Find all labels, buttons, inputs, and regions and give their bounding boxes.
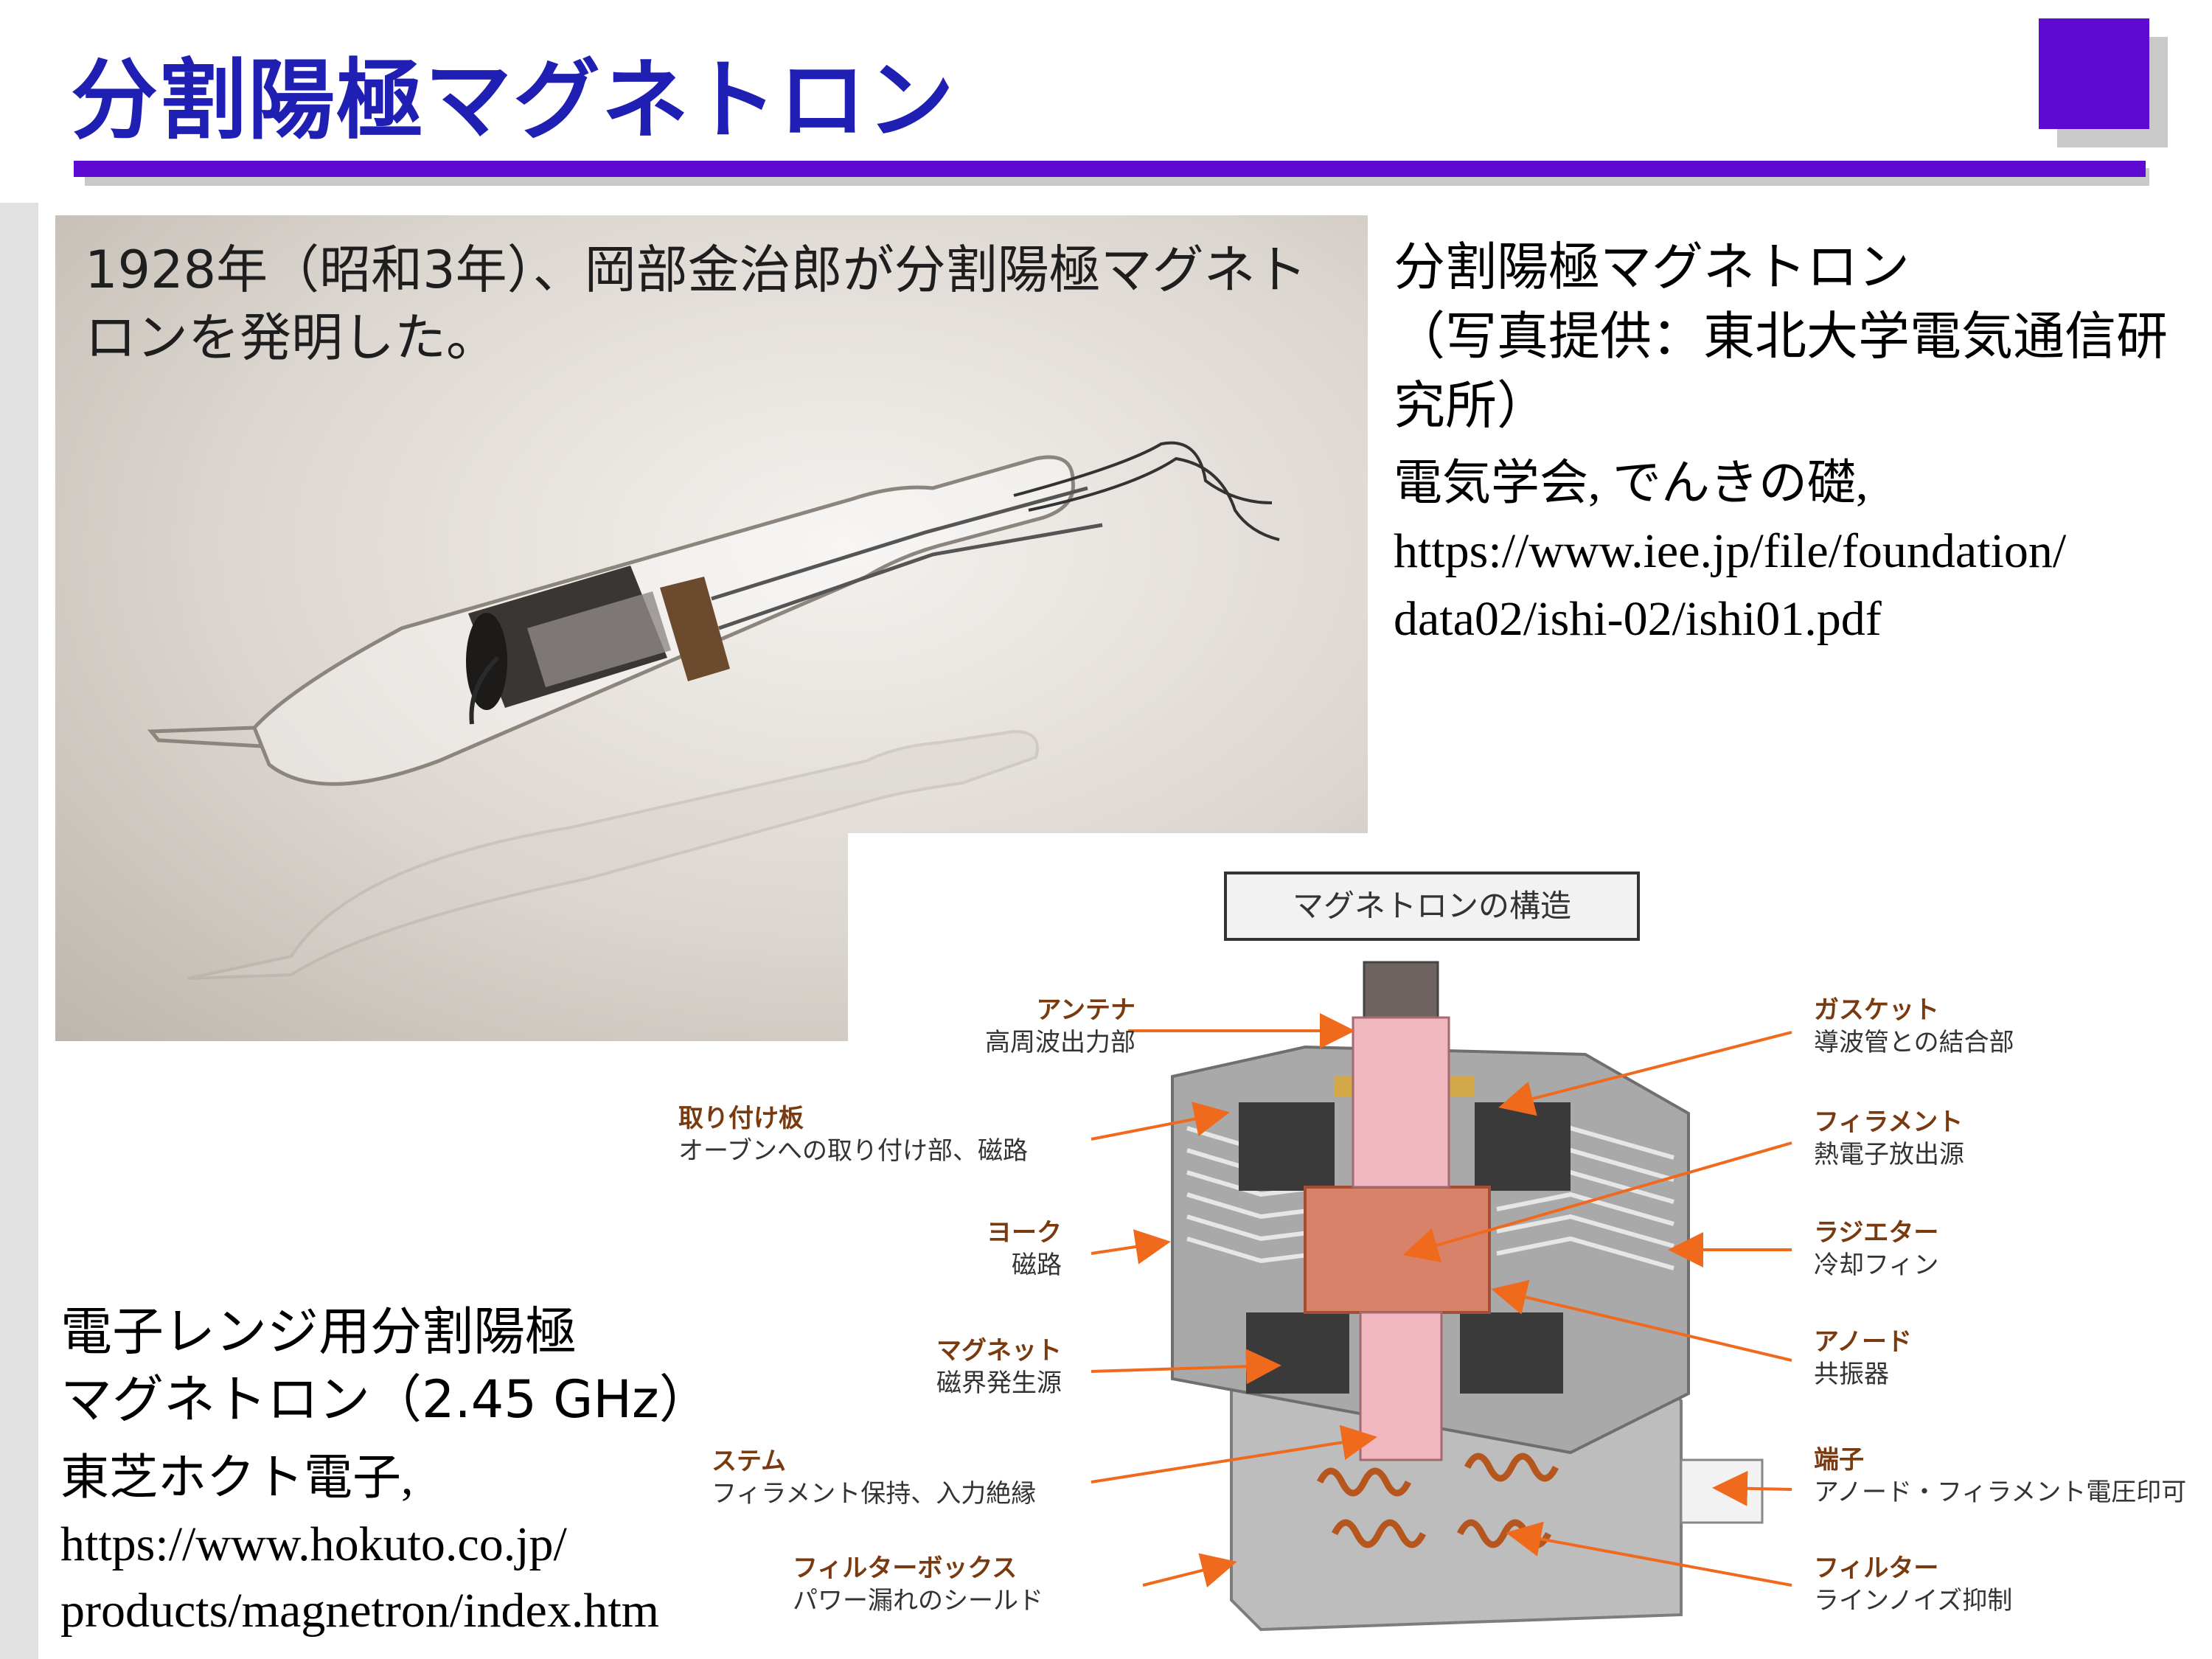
tube-reflection <box>187 729 1039 980</box>
label-mounting-plate: 取り付け板オーブンへの取り付け部、磁路 <box>678 1104 1028 1166</box>
antenna-cap <box>1363 961 1439 1023</box>
slide-title: 分割陽極マグネトロン <box>71 49 956 151</box>
magnetron-cutaway <box>1091 961 1792 1632</box>
magnetron-structure-diagram: マグネトロンの構造 <box>678 833 2212 1659</box>
label-filter-box: フィルターボックスパワー漏れのシールド <box>793 1554 1043 1615</box>
terminal <box>1680 1458 1764 1524</box>
label-radiator: ラジエター冷却フィン <box>1814 1218 1939 1280</box>
magnet-upper-left <box>1239 1102 1335 1191</box>
label-magnet: マグネット磁界発生源 <box>936 1336 1062 1398</box>
antenna-ceramic <box>1352 1016 1450 1189</box>
callout-arrows-left <box>1091 1013 1377 1587</box>
diagram-credit-source-line1: 東芝ホクト電子, <box>60 1451 414 1505</box>
magnet-lower-left <box>1246 1312 1349 1394</box>
label-gasket: ガスケット導波管との結合部 <box>1814 995 2014 1057</box>
title-rule <box>74 161 2146 177</box>
label-filament: フィラメント熱電子放出源 <box>1814 1107 1964 1169</box>
insulator <box>660 577 730 681</box>
photo-caption: 1928年（昭和3年）、岡部金治郎が分割陽極マグネトロンを発明した。 <box>85 240 1307 368</box>
diagram-title: マグネトロンの構造 <box>1224 872 1640 941</box>
magnet-upper-right <box>1475 1102 1571 1191</box>
photo-credit-source: 電気学会, でんきの礎, https://www.iee.jp/file/fou… <box>1394 450 2205 653</box>
left-margin-bar <box>0 203 38 1659</box>
diagram-credit-source-line2: https://www.hokuto.co.jp/ <box>60 1517 567 1571</box>
stem-ceramic <box>1359 1311 1443 1461</box>
diagram-credit-source: 東芝ホクト電子, https://www.hokuto.co.jp/ produ… <box>60 1445 857 1644</box>
photo-credit-source-line1: 電気学会, でんきの礎, <box>1394 456 1868 510</box>
label-terminal: 端子アノード・フィラメント電圧印可 <box>1814 1445 2187 1507</box>
photo-credit-source-line3: data02/ishi-02/ishi01.pdf <box>1394 592 1882 646</box>
tube-illustration <box>147 441 1280 980</box>
diagram-credit-title-line2: マグネトロン（2.45 GHz） <box>60 1369 711 1430</box>
photo-credit-title-line1: 分割陽極マグネトロン <box>1394 237 1910 297</box>
diagram-credit-title: 電子レンジ用分割陽極 マグネトロン（2.45 GHz） <box>60 1298 798 1433</box>
label-yoke: ヨーク磁路 <box>987 1218 1062 1280</box>
label-anode: アノード共振器 <box>1814 1327 1912 1389</box>
label-antenna: アンテナ高周波出力部 <box>985 995 1135 1057</box>
photo-credit-title-line2: （写真提供：東北大学電気通信研究所） <box>1394 306 2168 436</box>
glass-envelope <box>252 455 1075 786</box>
anode-copper <box>1304 1186 1491 1314</box>
label-filter: フィルターラインノイズ抑制 <box>1814 1554 2013 1615</box>
photo-credit-title: 分割陽極マグネトロン （写真提供：東北大学電気通信研究所） <box>1394 232 2205 440</box>
label-stem: ステムフィラメント保持、入力絶縁 <box>712 1447 1037 1509</box>
diagram-credit-title-line1: 電子レンジ用分割陽極 <box>60 1301 577 1362</box>
diagram-credit-source-line3: products/magnetron/index.htm <box>60 1584 660 1638</box>
callout-arrows-right <box>1402 1031 1792 1587</box>
magnet-lower-right <box>1460 1312 1563 1394</box>
corner-square <box>2039 18 2149 129</box>
photo-credit-source-line2: https://www.iee.jp/file/foundation/ <box>1394 524 2067 578</box>
